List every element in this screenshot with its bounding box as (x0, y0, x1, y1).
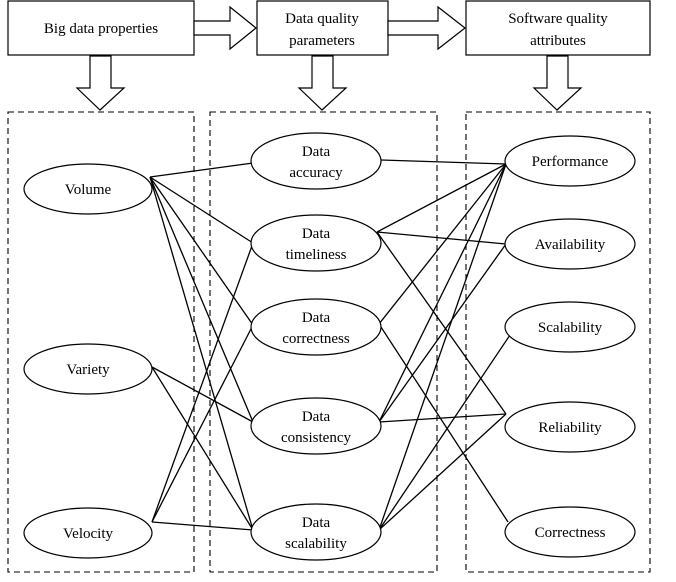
edge-scalability-performance (378, 163, 507, 531)
node-variety: Variety (23, 343, 153, 395)
edge-volume-timeliness (149, 176, 254, 244)
edge-consistency-reliability (378, 413, 507, 423)
node-correctness-ellipse (504, 506, 636, 558)
node-data-accuracy-label-1: Data (302, 144, 331, 160)
node-data-accuracy-label-2: accuracy (289, 165, 343, 181)
node-data-correctness-label-2: correctness (282, 331, 350, 347)
edge-variety-scalability (151, 366, 254, 531)
edge-timeliness-availability (376, 231, 507, 245)
block-arrow-down-2 (297, 55, 348, 111)
node-reliability-ellipse (504, 401, 636, 453)
node-variety-label: Variety (66, 362, 110, 378)
edge-scalability-scalability (378, 334, 511, 531)
node-performance-label: Performance (532, 154, 609, 170)
edge-volume-correctness (149, 176, 254, 326)
node-data-accuracy: Data accuracy (250, 132, 382, 190)
header-big-data: Big data properties (7, 0, 195, 56)
node-data-correctness-ellipse (250, 298, 382, 356)
edge-accuracy-performance (380, 159, 507, 165)
node-data-consistency: Data consistency (250, 397, 382, 455)
node-data-timeliness-label-2: timeliness (286, 247, 347, 263)
node-velocity-ellipse (23, 507, 153, 559)
node-data-scalability-label-1: Data (302, 515, 331, 531)
node-data-scalability: Data scalability (250, 503, 382, 561)
header-data-quality: Data quality parameters (256, 0, 389, 56)
header-data-quality-label-2: parameters (289, 33, 355, 49)
block-arrow-down-3 (532, 55, 583, 111)
node-data-correctness-label-1: Data (302, 310, 331, 326)
node-volume-label: Volume (65, 182, 112, 198)
block-arrow-right-2 (387, 5, 466, 51)
node-correctness-label: Correctness (535, 525, 606, 541)
header-big-data-box (7, 0, 195, 56)
header-software-quality: Software quality attributes (465, 0, 651, 56)
edge-volume-consistency (149, 176, 254, 423)
node-data-accuracy-ellipse (250, 132, 382, 190)
node-availability-ellipse (504, 218, 636, 270)
edge-timeliness-reliability (376, 231, 507, 415)
header-data-quality-label-1: Data quality (285, 11, 359, 27)
node-scalability: Scalability (504, 301, 636, 353)
header-big-data-label: Big data properties (44, 21, 158, 37)
header-software-quality-label-2: attributes (530, 33, 586, 49)
edge-velocity-correctness (151, 324, 254, 523)
node-availability: Availability (504, 218, 636, 270)
edge-scalability-reliability (378, 413, 507, 531)
node-volume: Volume (23, 163, 153, 215)
edge-correctness-performance (378, 163, 507, 325)
node-data-timeliness: Data timeliness (250, 214, 382, 272)
edge-velocity-timeliness (151, 242, 254, 523)
node-data-correctness: Data correctness (250, 298, 382, 356)
node-data-consistency-label-1: Data (302, 409, 331, 425)
node-scalability-label: Scalability (538, 320, 603, 336)
node-data-consistency-ellipse (250, 397, 382, 455)
edge-consistency-availability (378, 243, 507, 423)
edges-layer (149, 159, 511, 531)
node-correctness: Correctness (504, 506, 636, 558)
edge-variety-consistency (151, 366, 254, 423)
edge-volume-accuracy (149, 162, 254, 178)
node-performance-ellipse (504, 135, 636, 187)
node-availability-label: Availability (535, 237, 606, 253)
node-scalability-ellipse (504, 301, 636, 353)
group-software-quality (465, 111, 651, 573)
block-arrow-right-1 (193, 5, 257, 51)
edge-consistency-performance (378, 163, 507, 423)
node-volume-ellipse (23, 163, 153, 215)
header-data-quality-box (256, 0, 389, 56)
edge-volume-scalability (149, 176, 254, 531)
edge-timeliness-performance (376, 163, 507, 233)
node-data-timeliness-label-1: Data (302, 226, 331, 242)
node-data-scalability-ellipse (250, 503, 382, 561)
edge-correctness-correctness (378, 323, 509, 523)
node-velocity: Velocity (23, 507, 153, 559)
node-variety-ellipse (23, 343, 153, 395)
header-software-quality-box (465, 0, 651, 56)
node-data-scalability-label-2: scalability (285, 536, 347, 552)
edge-velocity-scalability (151, 521, 254, 531)
node-data-timeliness-ellipse (250, 214, 382, 272)
header-software-quality-label-1: Software quality (508, 11, 608, 27)
node-velocity-label: Velocity (63, 526, 113, 542)
group-data-quality (209, 111, 438, 573)
block-arrow-down-1 (75, 55, 126, 111)
group-big-data (7, 111, 195, 573)
node-data-consistency-label-2: consistency (281, 430, 351, 446)
node-reliability: Reliability (504, 401, 636, 453)
node-performance: Performance (504, 135, 636, 187)
node-reliability-label: Reliability (538, 420, 602, 436)
